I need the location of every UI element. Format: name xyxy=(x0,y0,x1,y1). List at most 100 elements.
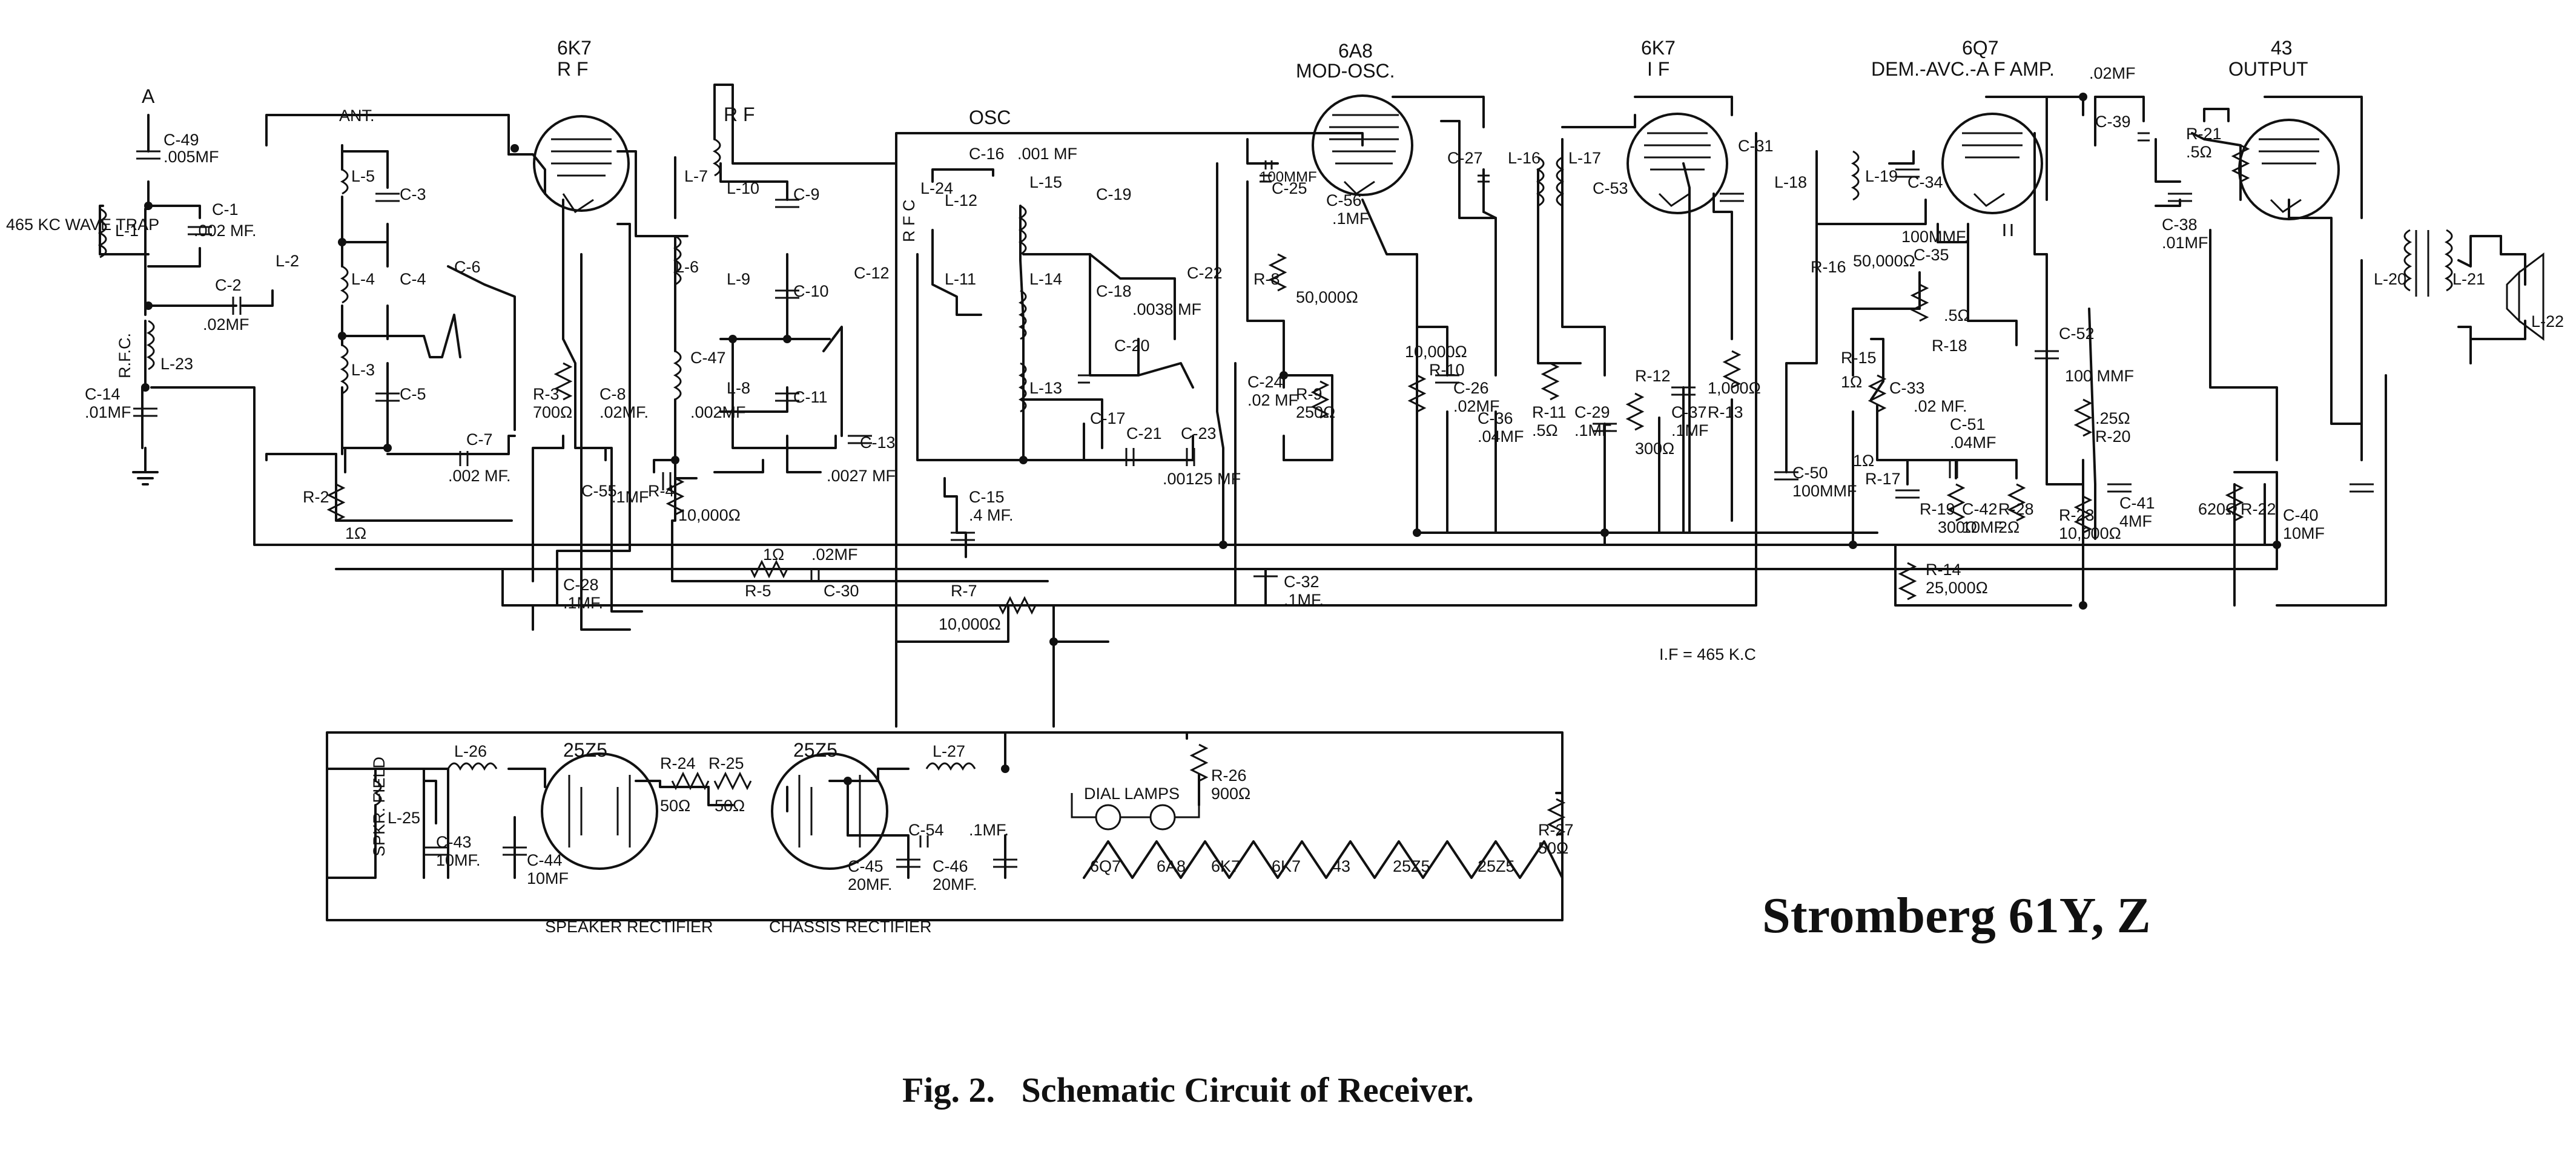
label-r13: R-13 xyxy=(1708,403,1743,421)
label-r17: R-17 xyxy=(1865,470,1901,488)
label-r12-value: 300Ω xyxy=(1635,439,1674,458)
label-r17-value: 1Ω xyxy=(1853,452,1874,470)
label-c43: C-43 xyxy=(436,833,472,851)
label-c13: C-13 xyxy=(860,433,896,452)
label-l27: L-27 xyxy=(933,742,965,760)
dial-lamps-label: DIAL LAMPS xyxy=(1084,785,1180,803)
label-c36: C-36 xyxy=(1478,409,1513,427)
label-r8: R-8 xyxy=(1253,270,1280,288)
junctions xyxy=(141,93,2281,785)
label-c6: C-6 xyxy=(454,258,481,276)
label-c35-value: 100MMF. xyxy=(1901,228,1969,246)
label-c39: C-39 xyxy=(2095,113,2131,131)
label-r9-value: 250Ω xyxy=(1296,403,1335,421)
label-r13-value: 1,000Ω xyxy=(1708,379,1761,397)
tube-label-function: MOD-OSC. xyxy=(1296,60,1395,82)
tube-label-function: R F xyxy=(557,58,589,80)
tube-label-type: 6Q7 xyxy=(1962,37,1998,59)
filament-tube-label: 6K7 xyxy=(1211,857,1240,875)
label-c49: C-49 xyxy=(163,131,199,149)
label-l13: L-13 xyxy=(1029,379,1062,397)
label-c35: C-35 xyxy=(1914,246,1949,264)
label-c1-value: .002 MF. xyxy=(194,222,257,240)
label-r10-value: 10,000Ω xyxy=(1405,343,1467,361)
osc-label: OSC xyxy=(969,107,1011,128)
label-c37-value: .1MF xyxy=(1671,421,1709,439)
tube-label-type: 6K7 xyxy=(557,37,592,59)
label-c40-value: 10MF xyxy=(2283,524,2325,542)
label-r3-value: 700Ω xyxy=(533,403,572,421)
label-c26-value: .02MF xyxy=(1453,397,1500,415)
filament-tube-label: 25Z5 xyxy=(1478,857,1515,875)
filament-tube-label: 6K7 xyxy=(1272,857,1301,875)
capacitors xyxy=(133,132,2374,868)
tube-6q7-dem-avc xyxy=(1941,113,2043,214)
label-r11: R-11 xyxy=(1532,403,1567,421)
label-r22: R-22 xyxy=(2241,500,2276,518)
label-r3: R-3 xyxy=(533,385,560,403)
rfc2-label: R F C xyxy=(900,200,918,243)
label-r14: R-14 xyxy=(1926,561,1961,579)
label-c2: C-2 xyxy=(215,276,242,294)
label-c15: C-15 xyxy=(969,488,1005,506)
rfc-label: R.F.C. xyxy=(116,333,134,378)
label-r21: R-21 xyxy=(2186,125,2222,143)
label-l24: L-24 xyxy=(920,179,953,197)
label-r23-value: 10,000Ω xyxy=(2059,524,2121,542)
label-c49-value: .005MF xyxy=(163,148,219,166)
label-c28: C-28 xyxy=(563,576,599,594)
label-c30: C-30 xyxy=(824,582,859,600)
label-c26: C-26 xyxy=(1453,379,1489,397)
label-c24-value: .02 MF xyxy=(1247,391,1298,409)
label-c32-value: .1MF. xyxy=(1284,591,1324,609)
label-l17: L-17 xyxy=(1568,149,1601,167)
resistors xyxy=(326,144,2250,837)
label-l1: L-1 xyxy=(115,222,139,240)
wiring xyxy=(99,84,2526,921)
label-r4-value: 10,000Ω xyxy=(678,506,741,524)
label-l12: L-12 xyxy=(945,191,977,209)
label-c33-value: .02 MF. xyxy=(1914,397,1967,415)
ant-label: ANT. xyxy=(339,107,375,125)
coils xyxy=(97,138,2453,806)
label-r19: R-19 xyxy=(1920,500,1955,518)
label-r8-value: 50,000Ω xyxy=(1296,288,1358,306)
label-r15: R-15 xyxy=(1841,349,1877,367)
label-c12: C-12 xyxy=(854,264,890,282)
tube-43-output xyxy=(2238,119,2340,220)
label-c9: C-9 xyxy=(793,185,820,203)
label-c7: C-7 xyxy=(466,430,493,449)
label-c23-value: .00125 MF xyxy=(1163,470,1241,488)
label-r16: R-16 xyxy=(1811,258,1846,276)
label-c25: C-25 xyxy=(1272,179,1307,197)
label-c44-value: 10MF xyxy=(527,869,569,887)
label-c54: C-54 xyxy=(908,821,944,839)
label-c8: C-8 xyxy=(599,385,626,403)
if-note: I.F = 465 K.C xyxy=(1659,645,1756,663)
label-c45-value: 20MF. xyxy=(848,875,893,894)
label-l3: L-3 xyxy=(351,361,375,379)
label-c18-value: .0038 MF xyxy=(1132,300,1201,318)
label-c11: C-11 xyxy=(793,388,828,406)
label-l15: L-15 xyxy=(1029,173,1062,191)
label-r16-value: 50,000Ω xyxy=(1853,252,1915,270)
label-r7-value: 10,000Ω xyxy=(939,615,1001,633)
label-c50-value: 100MMF xyxy=(1792,482,1857,500)
label-l5: L-5 xyxy=(351,167,375,185)
label-c33: C-33 xyxy=(1889,379,1925,397)
page-title: Stromberg 61Y, Z xyxy=(1762,887,2151,944)
label-c47-value: .002MF xyxy=(690,403,746,421)
label-c44: C-44 xyxy=(527,851,563,869)
label-l6: L-6 xyxy=(675,258,699,276)
label-c29: C-29 xyxy=(1574,403,1610,421)
label-c25-value: 100MMF xyxy=(1260,169,1317,185)
label-r20: R-20 xyxy=(2095,427,2131,446)
label-l21: L-21 xyxy=(2452,270,2485,288)
label-r19-value: 300Ω xyxy=(1938,518,1977,536)
label-c45: C-45 xyxy=(848,857,883,875)
component-labels: C-49 .005MF L-1 C-1 .002 MF. C-2 .02MF L… xyxy=(85,64,2564,633)
antenna-terminal-label: A xyxy=(142,85,155,107)
label-c46-value: 20MF. xyxy=(933,875,977,894)
label-r9: R-9 xyxy=(1296,385,1323,403)
